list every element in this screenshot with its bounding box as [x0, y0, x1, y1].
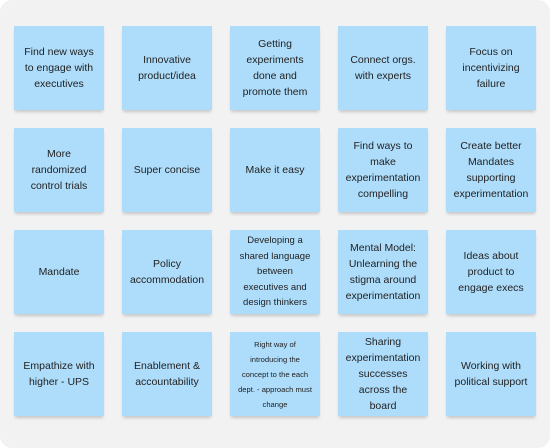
sticky-note[interactable]: Developing a shared language between exe… — [230, 230, 320, 314]
sticky-note[interactable]: Sharing experimentation successes across… — [338, 332, 428, 416]
sticky-note[interactable]: Make it easy — [230, 128, 320, 212]
sticky-note-text: Super concise — [133, 164, 201, 176]
sticky-note-text: Ideas about product to engage execs — [458, 250, 524, 294]
sticky-note-text: Empathize with higher - UPS — [23, 360, 95, 388]
sticky-note-text: Policy accommodation — [129, 258, 205, 286]
sticky-note-text: Focus on incentivizing failure — [462, 46, 520, 90]
sticky-note-text: Find new ways to engage with executives — [24, 46, 94, 90]
sticky-note[interactable]: Find new ways to engage with executives — [14, 26, 104, 110]
sticky-note-text: Find ways to make experimentation compel… — [345, 140, 421, 200]
sticky-note[interactable]: Policy accommodation — [122, 230, 212, 314]
sticky-note-text: Sharing experimentation successes across… — [345, 336, 421, 412]
sticky-note-text: Mandate — [38, 266, 80, 278]
sticky-note[interactable]: Getting experiments done and promote the… — [230, 26, 320, 110]
sticky-note-text: Make it easy — [245, 164, 305, 176]
sticky-note[interactable]: Super concise — [122, 128, 212, 212]
sticky-note[interactable]: Right way of introducing the concept to … — [230, 332, 320, 416]
sticky-note[interactable]: Ideas about product to engage execs — [446, 230, 536, 314]
sticky-note[interactable]: Mandate — [14, 230, 104, 314]
sticky-note-text: Innovative product/idea — [138, 54, 196, 82]
sticky-note-text: More randomized control trials — [30, 148, 88, 192]
sticky-note[interactable]: Working with political support — [446, 332, 536, 416]
sticky-note-text: Mental Model: Unlearning the stigma arou… — [345, 242, 421, 302]
sticky-note[interactable]: Find ways to make experimentation compel… — [338, 128, 428, 212]
sticky-note[interactable]: Enablement & accountability — [122, 332, 212, 416]
sticky-note-text: Connect orgs. with experts — [350, 54, 416, 82]
sticky-note[interactable]: Connect orgs. with experts — [338, 26, 428, 110]
sticky-note[interactable]: Mental Model: Unlearning the stigma arou… — [338, 230, 428, 314]
sticky-note-text: Developing a shared language between exe… — [239, 235, 311, 309]
sticky-note-text: Working with political support — [454, 360, 528, 388]
sticky-note-text: Enablement & accountability — [134, 360, 200, 388]
sticky-note-text: Getting experiments done and promote the… — [242, 38, 308, 98]
sticky-note[interactable]: More randomized control trials — [14, 128, 104, 212]
sticky-note-text: Create better Mandates supporting experi… — [453, 140, 529, 200]
sticky-note[interactable]: Create better Mandates supporting experi… — [446, 128, 536, 212]
sticky-note[interactable]: Empathize with higher - UPS — [14, 332, 104, 416]
sticky-note-text: Right way of introducing the concept to … — [238, 339, 312, 409]
sticky-note[interactable]: Focus on incentivizing failure — [446, 26, 536, 110]
sticky-note[interactable]: Innovative product/idea — [122, 26, 212, 110]
sticky-note-grid: Find new ways to engage with executives … — [14, 26, 536, 416]
